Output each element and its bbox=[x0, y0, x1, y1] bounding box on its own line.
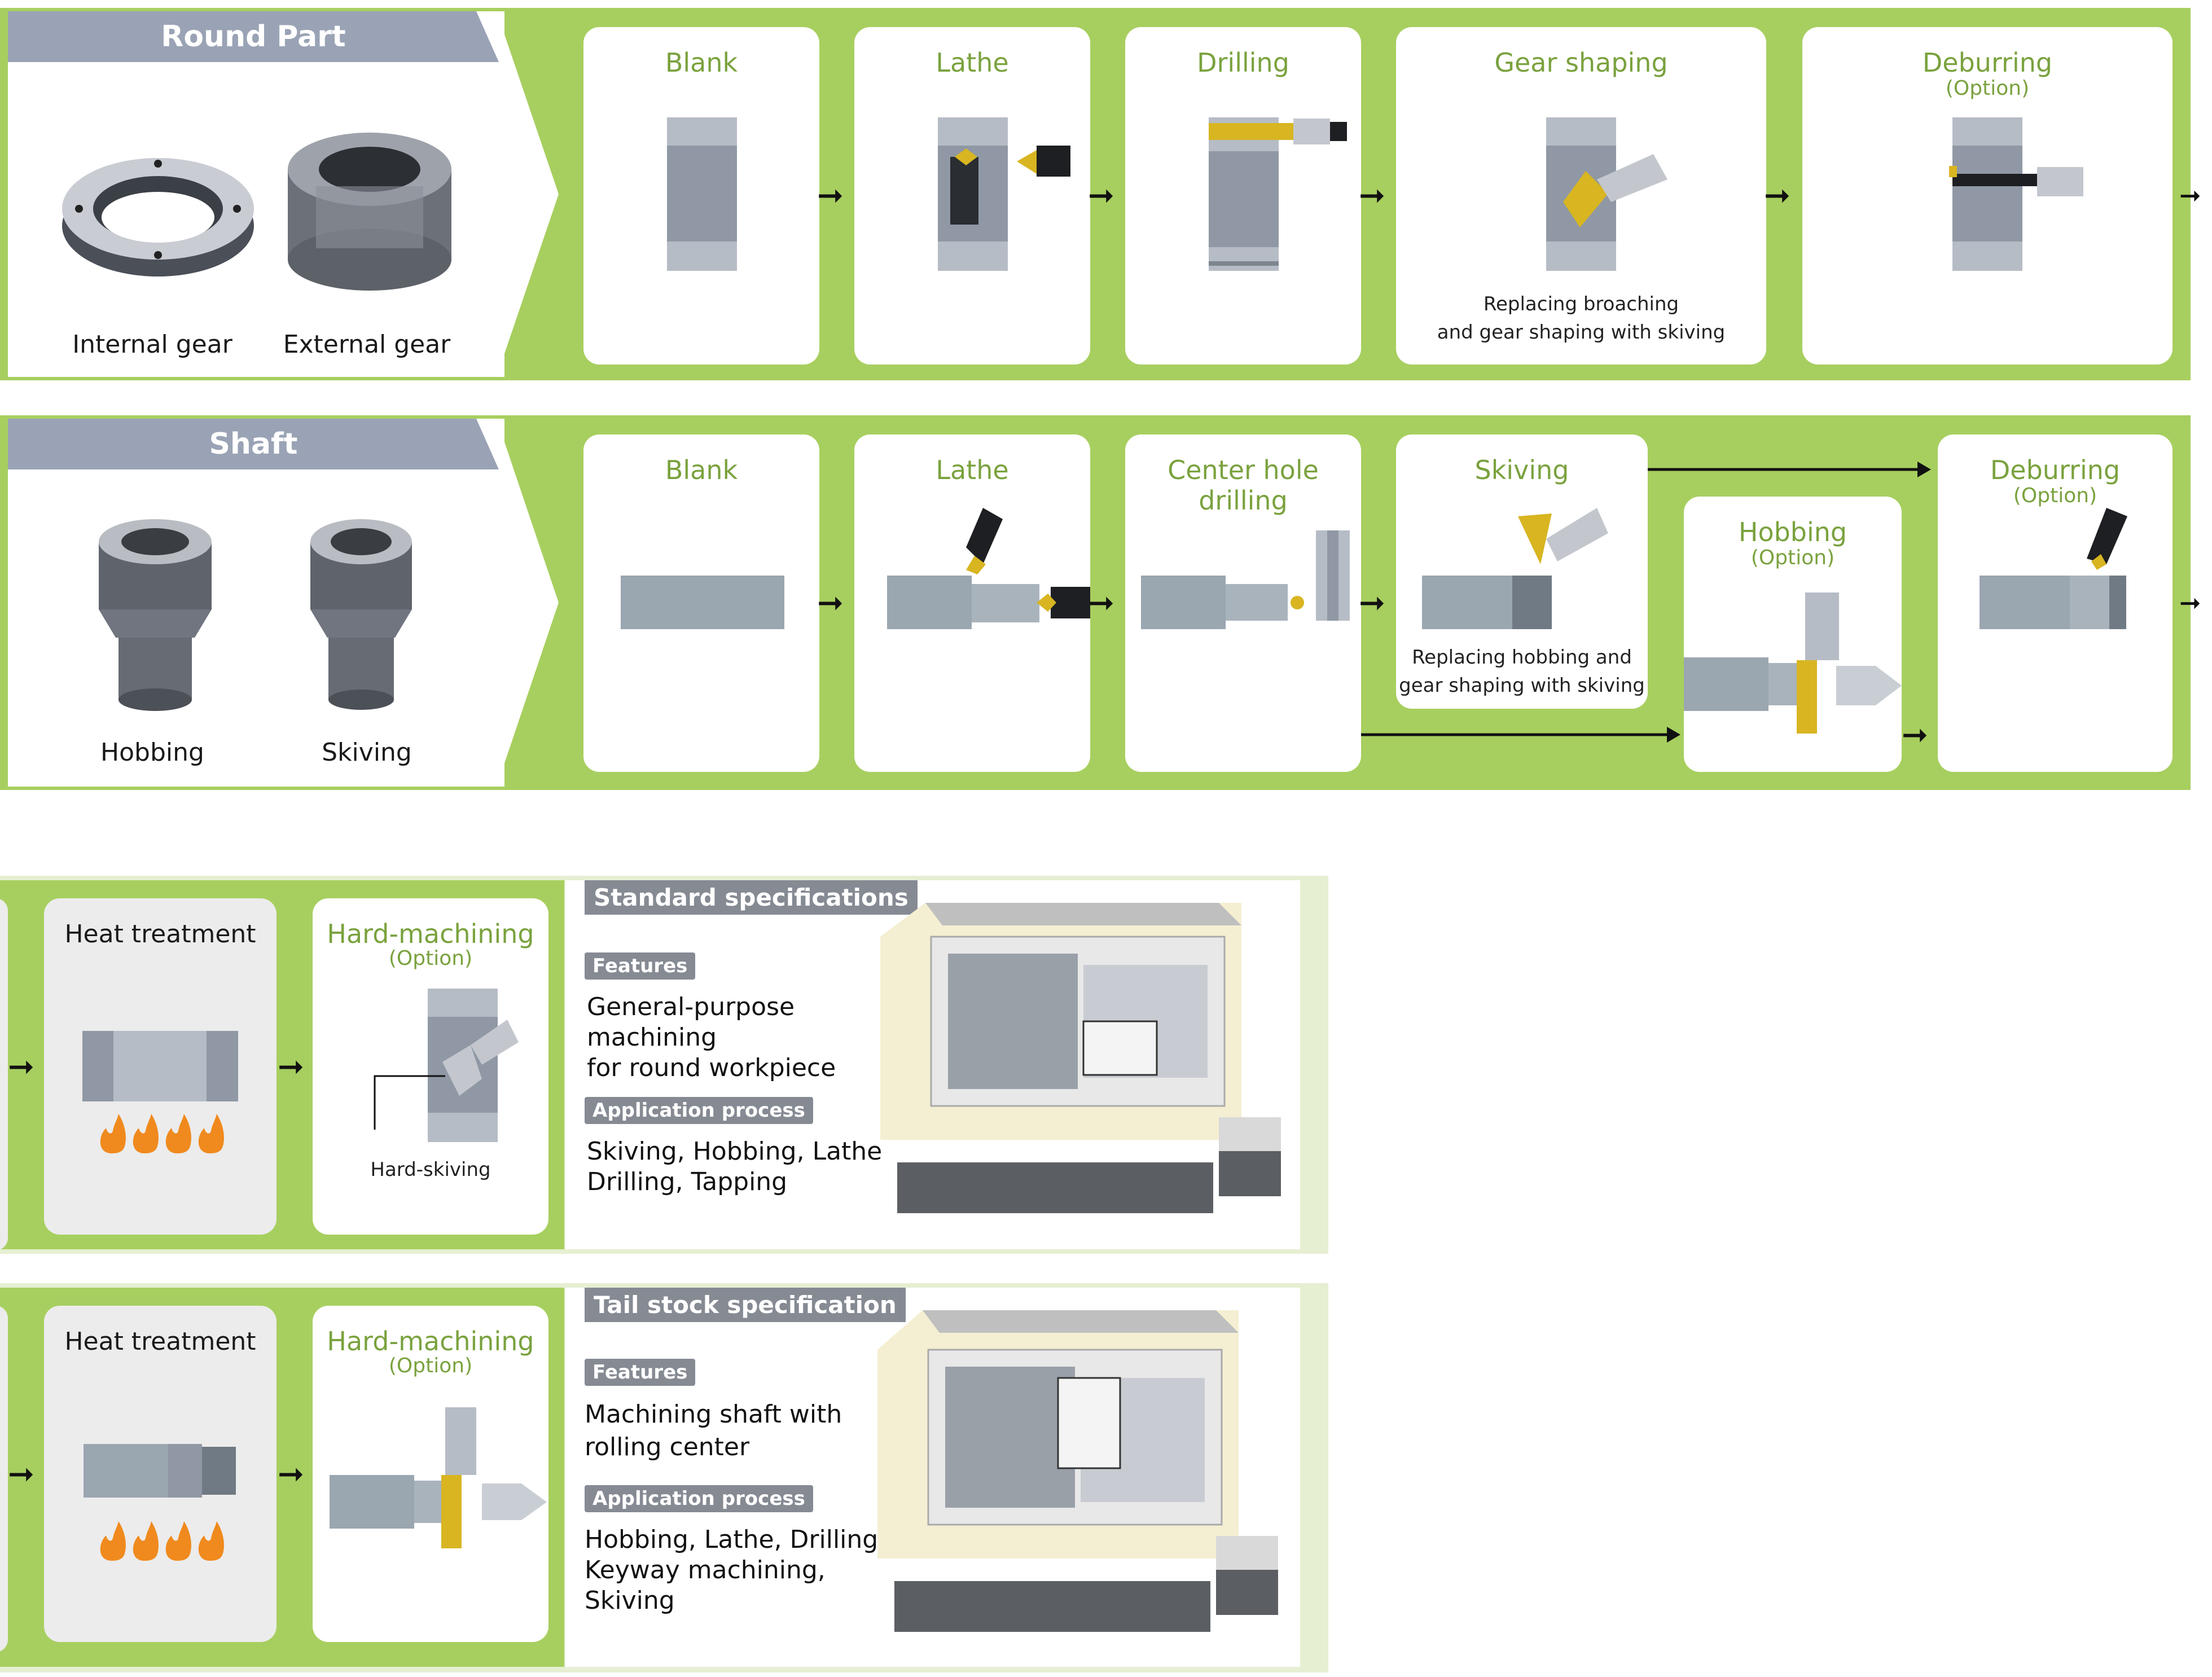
lathe-image bbox=[938, 117, 1070, 271]
step-title: Skiving bbox=[1474, 455, 1569, 485]
right-arrow-icon: ➞ bbox=[817, 177, 844, 213]
round-step-drilling: Drilling bbox=[1125, 27, 1361, 365]
heat-treatment-title: Heat treatment bbox=[64, 920, 256, 949]
flame-icon bbox=[100, 1114, 224, 1153]
skiving-label: Skiving bbox=[322, 738, 412, 767]
right-arrow-icon: ➞ bbox=[1088, 177, 1114, 213]
right-arrow-icon: ➞ bbox=[2179, 181, 2201, 210]
flame-icon bbox=[100, 1521, 224, 1561]
shaft-step-center-hole: Center hole drilling bbox=[1125, 434, 1361, 772]
center-hole-image bbox=[1141, 530, 1350, 629]
blank-workpiece-image bbox=[667, 117, 737, 271]
hard-machining-card: Hard-machining (Option) Hard-skiving bbox=[313, 898, 548, 1235]
heat-treatment-card: Heat treatment bbox=[44, 1306, 276, 1642]
heat-treatment-card: Heat treatment bbox=[44, 898, 276, 1235]
step-subtitle: (Option) bbox=[1945, 77, 2030, 100]
step-title: Drilling bbox=[1197, 47, 1289, 78]
right-arrow-icon: ➞ bbox=[2179, 588, 2201, 617]
gear-shaping-image bbox=[1546, 117, 1667, 271]
right-arrow-icon: ➞ bbox=[8, 1456, 34, 1491]
step-note-line2: and gear shaping with skiving bbox=[1437, 321, 1726, 344]
hard-skiving-note: Hard-skiving bbox=[370, 1158, 491, 1181]
step-note-line1: Replacing hobbing and bbox=[1412, 646, 1632, 669]
internal-gear-label: Internal gear bbox=[72, 330, 232, 359]
step-title: Deburring bbox=[1990, 455, 2121, 485]
application-text: Skiving, Hobbing, Lathe Drilling, Tappin… bbox=[587, 1137, 883, 1196]
tail-spec-title: Tail stock specification bbox=[585, 1288, 906, 1322]
hard-hobbing-image bbox=[330, 1407, 547, 1548]
step-title: Deburring bbox=[1922, 47, 2053, 78]
hobbing-image bbox=[1684, 592, 1902, 734]
step-subtitle: (Option) bbox=[1750, 546, 1835, 569]
deburring-image bbox=[1949, 117, 2083, 271]
right-arrow-icon: ➞ bbox=[1088, 585, 1114, 620]
machine-illustration bbox=[880, 903, 1281, 1213]
shaft-header: Shaft bbox=[8, 419, 499, 469]
shaft-step-deburring: Deburring (Option) bbox=[1938, 434, 2172, 772]
shaft-step-hobbing: Hobbing (Option) bbox=[1684, 497, 1902, 772]
round-step-blank: Blank bbox=[583, 27, 819, 365]
features-tag: Features bbox=[585, 1359, 696, 1386]
application-tag: Application process bbox=[585, 1485, 813, 1512]
hard-machining-title: Hard-machining bbox=[327, 919, 534, 949]
right-arrow-icon: ➞ bbox=[817, 585, 844, 620]
shaft-chevron bbox=[474, 419, 559, 787]
heat-workpiece-image bbox=[82, 1031, 238, 1101]
application-tag: Application process bbox=[585, 1097, 813, 1124]
right-arrow-icon: ➞ bbox=[278, 1456, 304, 1491]
hard-skiving-image bbox=[374, 989, 519, 1142]
right-arrow-icon: ➞ bbox=[278, 1048, 304, 1084]
heat-treatment-title: Heat treatment bbox=[64, 1327, 256, 1356]
shaft-deburring-image bbox=[1980, 508, 2127, 629]
heat-shaft-image bbox=[84, 1444, 236, 1498]
hobbing-shaft-image bbox=[99, 519, 212, 711]
card-edge bbox=[0, 898, 8, 1250]
features-text: Machining shaft with rolling center bbox=[585, 1400, 842, 1461]
shaft-blank-image bbox=[621, 576, 784, 629]
hard-machining-subtitle: (Option) bbox=[388, 947, 473, 970]
shaft-step-lathe: Lathe bbox=[854, 434, 1090, 772]
round-step-gear-shaping: Gear shaping Replacing broaching and gea… bbox=[1396, 27, 1766, 365]
round-step-deburring: Deburring (Option) bbox=[1802, 27, 2172, 365]
shaft-image-panel bbox=[8, 419, 504, 787]
step-note-line2: gear shaping with skiving bbox=[1399, 674, 1645, 697]
external-gear-image bbox=[288, 133, 451, 291]
step-title: Lathe bbox=[936, 47, 1009, 78]
skiving-shaft-image bbox=[310, 519, 412, 710]
hard-machining-card: Hard-machining (Option) bbox=[313, 1306, 548, 1642]
hard-machining-title: Hard-machining bbox=[327, 1326, 534, 1356]
features-tag: Features bbox=[585, 952, 696, 980]
drilling-image bbox=[1209, 117, 1347, 271]
machine-illustration bbox=[877, 1310, 1278, 1632]
hobbing-label: Hobbing bbox=[100, 738, 204, 767]
right-arrow-icon: ➞ bbox=[8, 1048, 34, 1084]
step-title: Blank bbox=[665, 47, 738, 78]
application-text: Hobbing, Lathe, Drilling, Keyway machini… bbox=[585, 1525, 886, 1615]
step-title: Gear shaping bbox=[1494, 47, 1668, 78]
internal-gear-image bbox=[62, 158, 254, 276]
card-edge bbox=[0, 1306, 8, 1652]
standard-spec-title: Standard specifications bbox=[585, 880, 918, 915]
right-arrow-icon: ➞ bbox=[1359, 585, 1385, 620]
right-arrow-icon: ➞ bbox=[1764, 177, 1790, 213]
round-part-chevron bbox=[474, 11, 559, 377]
features-text: General-purpose machining for round work… bbox=[587, 993, 836, 1082]
step-subtitle: (Option) bbox=[2013, 484, 2097, 507]
round-part-header: Round Part bbox=[8, 11, 499, 62]
step-title: Blank bbox=[665, 455, 738, 485]
shaft-step-blank: Blank bbox=[583, 434, 819, 772]
step-title: Hobbing bbox=[1738, 517, 1847, 547]
skiving-image bbox=[1422, 508, 1608, 629]
step-title: Center hole drilling bbox=[1168, 455, 1319, 516]
shaft-step-skiving: Skiving Replacing hobbing and gear shapi… bbox=[1396, 434, 1648, 709]
round-step-lathe: Lathe bbox=[854, 27, 1090, 365]
step-title: Lathe bbox=[936, 455, 1009, 485]
right-arrow-icon: ➞ bbox=[1902, 717, 1928, 752]
external-gear-label: External gear bbox=[283, 330, 451, 359]
step-note-line1: Replacing broaching bbox=[1483, 293, 1679, 315]
right-arrow-icon: ➞ bbox=[1359, 177, 1385, 213]
shaft-lathe-image bbox=[887, 508, 1090, 629]
hard-machining-subtitle: (Option) bbox=[388, 1354, 473, 1377]
